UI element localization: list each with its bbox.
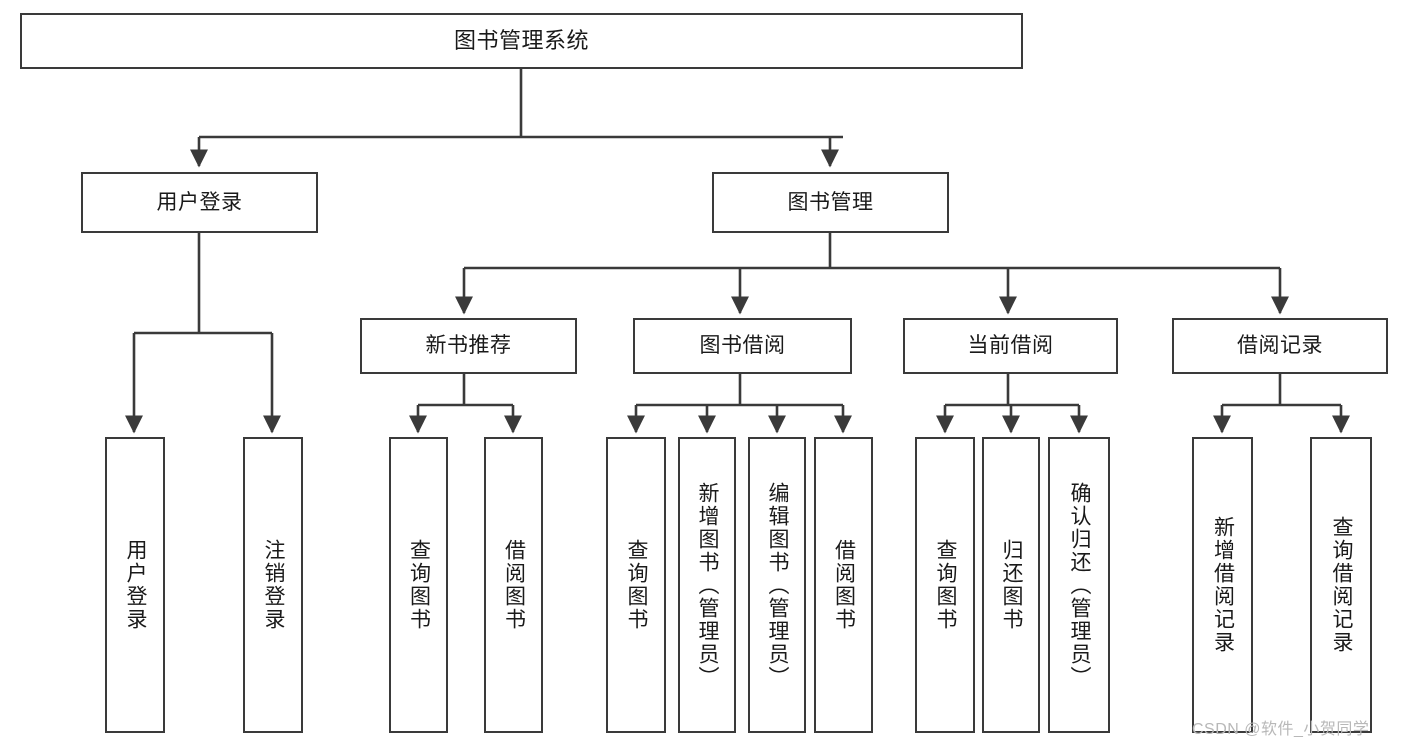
- node-label: 编辑图书（管理员）: [766, 481, 790, 689]
- node-root-book-management-system[interactable]: 图书管理系统: [20, 13, 1023, 69]
- node-label: 查询借阅记录: [1330, 516, 1354, 654]
- leaf-query-borrow-record[interactable]: 查询借阅记录: [1310, 437, 1372, 733]
- leaf-query-book-borrow[interactable]: 查询图书: [606, 437, 666, 733]
- leaf-user-login[interactable]: 用户登录: [105, 437, 165, 733]
- node-label: 查询图书: [407, 539, 431, 631]
- node-user-login[interactable]: 用户登录: [81, 172, 318, 233]
- node-label: 归还图书: [1000, 539, 1024, 631]
- node-label: 图书借阅: [699, 334, 786, 358]
- node-book-borrow[interactable]: 图书借阅: [633, 318, 852, 374]
- node-label: 用户登录: [156, 190, 243, 214]
- leaf-return-book[interactable]: 归还图书: [982, 437, 1040, 733]
- leaf-add-book-admin[interactable]: 新增图书（管理员）: [678, 437, 736, 733]
- node-label: 查询图书: [934, 539, 958, 631]
- node-label: 借阅图书: [502, 539, 526, 631]
- node-label: 新书推荐: [425, 334, 512, 358]
- node-label: 图书管理: [787, 190, 874, 214]
- leaf-borrow-book-new-recommend[interactable]: 借阅图书: [484, 437, 543, 733]
- leaf-query-book-new-recommend[interactable]: 查询图书: [389, 437, 448, 733]
- node-label: 新增图书（管理员）: [696, 481, 720, 689]
- leaf-confirm-return-admin[interactable]: 确认归还（管理员）: [1048, 437, 1110, 733]
- node-label: 查询图书: [625, 539, 649, 631]
- csdn-watermark: CSDN @软件_小贺同学: [1192, 721, 1370, 738]
- node-label: 确认归还（管理员）: [1068, 481, 1092, 689]
- leaf-query-book-current[interactable]: 查询图书: [915, 437, 975, 733]
- node-current-borrow[interactable]: 当前借阅: [903, 318, 1118, 374]
- node-borrow-record[interactable]: 借阅记录: [1172, 318, 1388, 374]
- leaf-add-borrow-record[interactable]: 新增借阅记录: [1192, 437, 1253, 733]
- leaf-borrow-book-borrow[interactable]: 借阅图书: [814, 437, 873, 733]
- node-label: 当前借阅: [967, 334, 1054, 358]
- node-new-book-recommend[interactable]: 新书推荐: [360, 318, 577, 374]
- node-label: 图书管理系统: [453, 27, 589, 53]
- leaf-logout-login[interactable]: 注销登录: [243, 437, 303, 733]
- node-label: 借阅图书: [832, 539, 856, 631]
- node-label: 用户登录: [124, 539, 148, 631]
- node-label: 新增借阅记录: [1211, 516, 1235, 654]
- leaf-edit-book-admin[interactable]: 编辑图书（管理员）: [748, 437, 806, 733]
- node-label: 借阅记录: [1237, 334, 1323, 358]
- node-book-manage[interactable]: 图书管理: [712, 172, 949, 233]
- node-label: 注销登录: [262, 539, 286, 631]
